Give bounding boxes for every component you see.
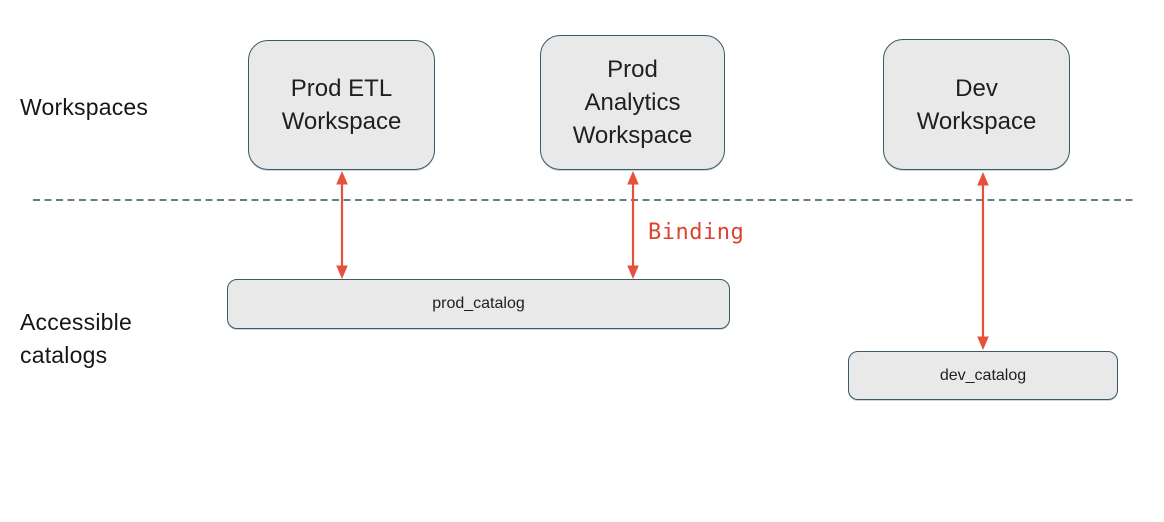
workspace-box-dev: Dev Workspace xyxy=(883,39,1070,170)
workspace-box-label-line: Workspace xyxy=(916,107,1037,135)
row-label-accessible-line: Accessible xyxy=(20,309,132,335)
catalog-box-label: prod_catalog xyxy=(432,295,525,312)
workspace-box-label-line: Prod xyxy=(607,56,658,83)
binding-arrow-dev xyxy=(977,172,989,350)
workspace-box-prod-analytics: Prod Analytics Workspace xyxy=(540,35,725,170)
workspace-box-label-line: Workspace xyxy=(572,122,693,149)
workspace-box-prod-etl: Prod ETL Workspace xyxy=(248,40,435,170)
binding-label: Binding xyxy=(648,220,745,245)
row-label-catalogs-line: catalogs xyxy=(20,342,108,368)
binding-arrow-prod-etl xyxy=(336,171,348,279)
workspace-box-label-line: Prod ETL xyxy=(290,75,393,102)
catalog-box-prod: prod_catalog xyxy=(227,279,730,329)
catalog-box-dev: dev_catalog xyxy=(848,351,1118,400)
workspace-box-label-line: Dev xyxy=(955,74,998,102)
workspace-box-label-line: Analytics xyxy=(584,89,681,116)
binding-arrow-prod-analytics xyxy=(627,171,639,279)
catalog-box-label: dev_catalog xyxy=(939,366,1027,384)
row-label-accessible-catalogs: Accessible catalogs xyxy=(20,306,132,372)
workspace-box-label-line: Workspace xyxy=(281,108,402,135)
row-label-workspaces: Workspaces xyxy=(20,94,149,120)
